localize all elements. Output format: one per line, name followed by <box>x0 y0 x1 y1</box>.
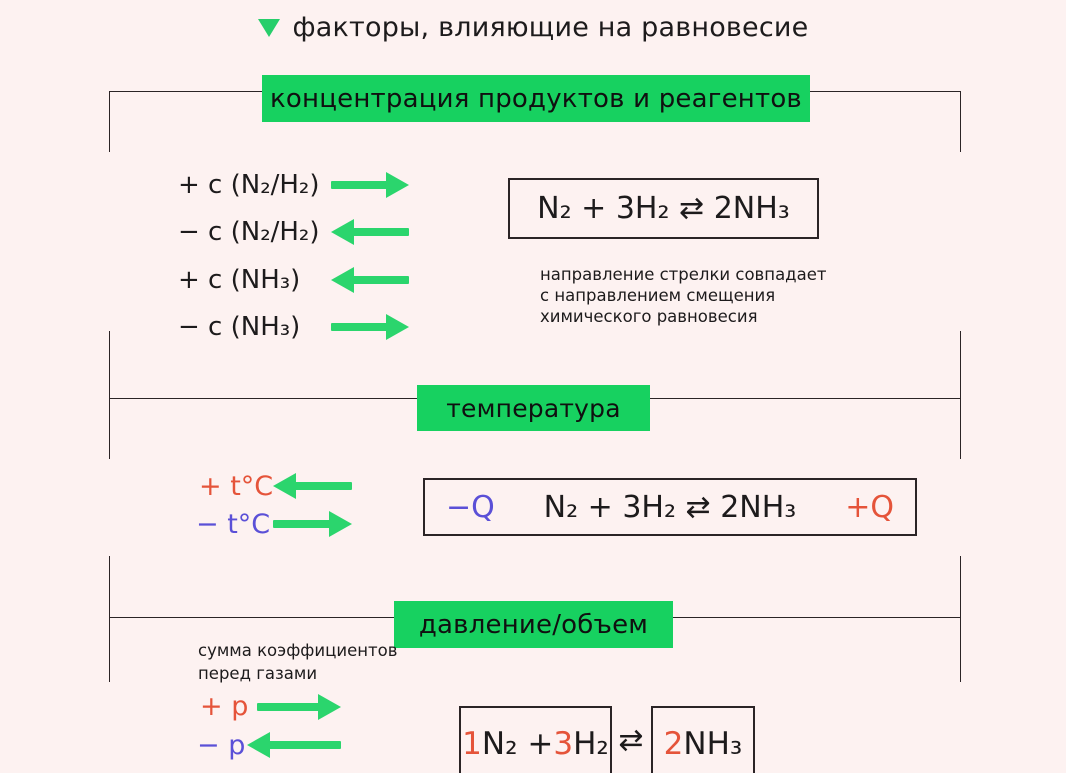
arrow-right-icon <box>257 694 341 720</box>
arrow-left-icon <box>273 473 352 499</box>
page-title-row: факторы, влияющие на равновесие <box>0 12 1066 43</box>
equation-box-temperature: −Q N₂ + 3H₂ ⇄ 2NH₃ +Q <box>423 478 917 536</box>
bracket-tick-temperature-left <box>109 331 110 459</box>
concentration-note: направление стрелки совпадает с направле… <box>540 264 826 327</box>
arrow-shaft <box>331 181 388 189</box>
equation-term: NH₃ <box>683 726 743 762</box>
coefficient: 2 <box>663 726 684 762</box>
bracket-tick-pressure-left <box>109 556 110 682</box>
arrow-shaft <box>294 482 352 490</box>
equation-box-concentration: N₂ + 3H₂ ⇄ 2NH₃ <box>508 178 819 239</box>
coefficient: 3 <box>553 726 574 762</box>
equation-term: N₂ + <box>481 726 554 762</box>
arrow-left-icon <box>331 219 409 245</box>
pressure-row-label: − p <box>197 730 246 761</box>
arrow-shaft <box>352 276 409 284</box>
arrow-shaft <box>268 741 341 749</box>
temperature-row-label: − t°C <box>196 509 271 540</box>
coefficient: 1 <box>462 726 482 762</box>
arrow-shaft <box>352 228 409 236</box>
bracket-tick-concentration-left <box>109 91 110 152</box>
banner-temperature: температура <box>417 385 650 431</box>
concentration-row-label: + c (NH₃) <box>178 265 301 295</box>
bracket-tick-temperature-right <box>960 331 961 459</box>
banner-concentration: концентрация продуктов и реагентов <box>262 75 810 122</box>
arrow-left-icon <box>247 732 341 758</box>
arrow-shaft <box>331 323 388 331</box>
bracket-tick-pressure-right <box>960 556 961 682</box>
arrow-right-icon <box>331 314 409 340</box>
arrow-right-icon <box>331 172 409 198</box>
page-title: факторы, влияющие на равновесие <box>292 12 809 43</box>
note-line: перед газами <box>198 663 318 683</box>
equation-term: H₂ <box>573 726 609 762</box>
banner-pressure-volume: давление/объем <box>394 601 673 648</box>
plus-q-label: +Q <box>845 489 894 525</box>
arrow-left-icon <box>331 267 409 293</box>
arrow-right-icon <box>273 511 352 537</box>
bracket-tick-concentration-right <box>960 91 961 152</box>
note-line: химического равновесия <box>540 307 758 326</box>
note-line: направление стрелки совпадает <box>540 265 827 284</box>
equation-text: N₂ + 3H₂ ⇄ 2NH₃ <box>543 489 797 525</box>
note-line: с направлением смещения <box>540 286 776 305</box>
arrow-shaft <box>273 520 331 528</box>
concentration-row-label: − c (NH₃) <box>178 312 301 342</box>
pressure-row-label: + p <box>200 691 249 722</box>
concentration-row-label: − c (N₂/H₂) <box>178 217 320 247</box>
arrow-shaft <box>257 703 320 711</box>
equilibrium-arrows-icon: ⇄ <box>618 723 644 758</box>
concentration-row-label: + c (N₂/H₂) <box>178 170 320 200</box>
minus-q-label: −Q <box>446 489 495 525</box>
temperature-row-label: + t°C <box>199 471 274 502</box>
note-line: сумма коэффициентов <box>198 641 398 660</box>
pressure-note: сумма коэффициентов перед газами <box>198 640 397 685</box>
down-triangle-icon <box>257 18 280 37</box>
